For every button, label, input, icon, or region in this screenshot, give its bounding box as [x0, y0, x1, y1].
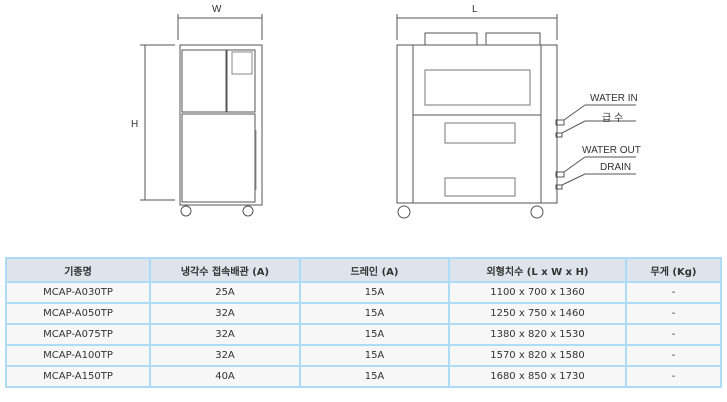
header-pipe: 냉각수 접속배관 (A) — [149, 257, 301, 283]
water-out-label: WATER OUT — [582, 145, 641, 156]
cell-dimensions: 1380 x 820 x 1530 — [448, 323, 627, 346]
cell-weight: - — [625, 365, 722, 388]
spec-table: 기종명 냉각수 접속배관 (A) 드레인 (A) 외형치수 (L x W x H… — [5, 257, 722, 388]
cell-dimensions: 1100 x 700 x 1360 — [448, 281, 627, 304]
cell-drain: 15A — [299, 281, 450, 304]
equipment-drawing — [140, 14, 636, 219]
cell-drain: 15A — [299, 344, 450, 367]
table-header-row: 기종명 냉각수 접속배관 (A) 드레인 (A) 외형치수 (L x W x H… — [5, 257, 722, 283]
cell-dimensions: 1680 x 850 x 1730 — [448, 365, 627, 388]
cell-pipe: 32A — [149, 344, 301, 367]
cell-model: MCAP-A050TP — [5, 302, 151, 325]
cell-pipe: 32A — [149, 323, 301, 346]
cell-model: MCAP-A030TP — [5, 281, 151, 304]
cell-drain: 15A — [299, 323, 450, 346]
cell-pipe: 25A — [149, 281, 301, 304]
header-model: 기종명 — [5, 257, 151, 283]
front-view — [140, 14, 263, 217]
header-dimensions: 외형치수 (L x W x H) — [448, 257, 627, 283]
cell-weight: - — [625, 323, 722, 346]
cell-dimensions: 1250 x 750 x 1460 — [448, 302, 627, 325]
cell-weight: - — [625, 281, 722, 304]
cell-model: MCAP-A150TP — [5, 365, 151, 388]
water-in-label: WATER IN — [590, 93, 638, 104]
header-drain: 드레인 (A) — [299, 257, 450, 283]
cell-pipe: 32A — [149, 302, 301, 325]
length-label: L — [472, 4, 478, 15]
cell-model: MCAP-A075TP — [5, 323, 151, 346]
cell-drain: 15A — [299, 302, 450, 325]
cell-model: MCAP-A100TP — [5, 344, 151, 367]
cell-pipe: 40A — [149, 365, 301, 388]
cell-weight: - — [625, 302, 722, 325]
cell-weight: - — [625, 344, 722, 367]
height-label: H — [131, 119, 139, 130]
side-view — [396, 14, 636, 219]
drain-label: DRAIN — [600, 162, 632, 173]
cell-drain: 15A — [299, 365, 450, 388]
header-weight: 무게 (Kg) — [625, 257, 722, 283]
width-label: W — [212, 4, 222, 15]
supply-label: 급 수 — [602, 113, 624, 124]
cell-dimensions: 1570 x 820 x 1580 — [448, 344, 627, 367]
